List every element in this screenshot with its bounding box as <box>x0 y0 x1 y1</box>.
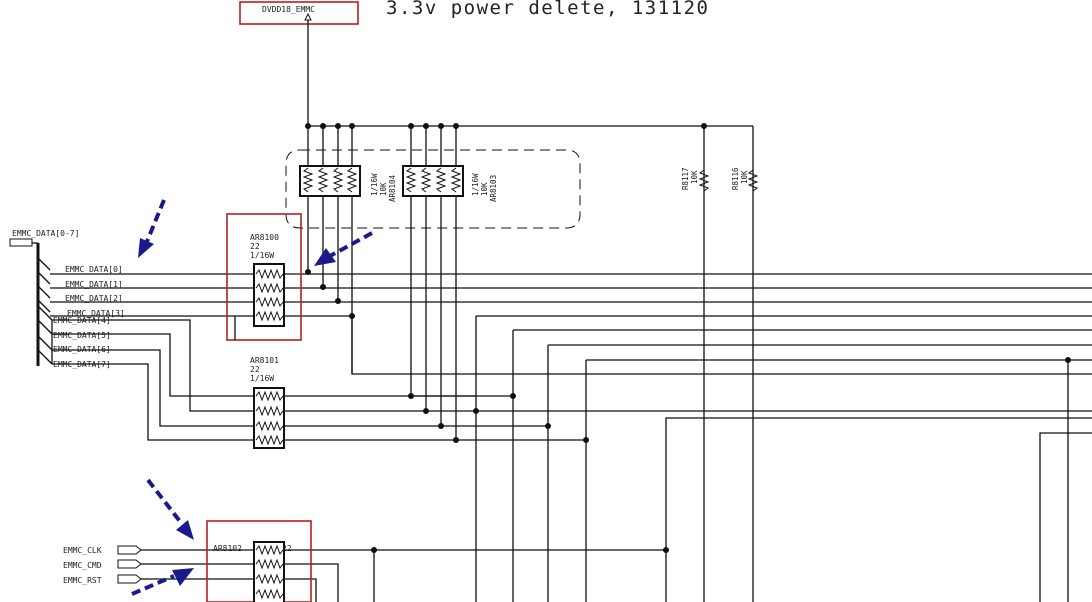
ar8100-highlight <box>226 213 302 341</box>
r8116-value: 10K <box>740 170 749 184</box>
net-label-cmd: EMMC_CMD <box>63 561 102 570</box>
ar8101-power: 1/16W <box>250 374 274 383</box>
ctrl-lines <box>141 549 666 602</box>
ar8102-value: 22 <box>282 544 292 553</box>
ar8102-highlight <box>206 520 312 602</box>
r8116-resistor <box>747 126 759 602</box>
annotation-arrow-bus <box>138 199 166 258</box>
revision-note: 3.3v power delete, 131120 <box>386 0 709 19</box>
bus-port-icon <box>9 238 33 247</box>
power-rail <box>307 20 753 127</box>
r8117-value: 10K <box>690 170 699 184</box>
net-label-data1: EMMC_DATA[1] <box>65 280 123 289</box>
ar8104-resistor-pack <box>299 165 361 197</box>
ar8100-value: 22 <box>250 242 260 251</box>
ar8101-resistor-pack <box>253 387 285 449</box>
data-lines-4-7 <box>51 319 1092 441</box>
ar8102-ref: AR8102 <box>213 544 242 553</box>
net-label-data0: EMMC_DATA[0] <box>65 265 123 274</box>
net-label-clk: EMMC_CLK <box>63 546 102 555</box>
net-label-data3: EMMC_DATA[3] <box>67 309 125 318</box>
ar8104-ref: AR8104 <box>388 174 397 202</box>
r8117-resistor <box>698 126 710 602</box>
net-label-data5: EMMC_DATA[5] <box>53 331 111 340</box>
ar8100-power: 1/16W <box>250 251 274 260</box>
junction-dots <box>305 123 1071 553</box>
net-label-rst: EMMC_RST <box>63 576 102 585</box>
power-symbol-icon <box>304 12 312 21</box>
right-routing <box>411 315 1092 602</box>
ctrl-ports <box>117 545 142 584</box>
annotation-arrow-ar8100 <box>314 231 373 266</box>
annotation-arrow-rst <box>131 568 194 596</box>
data-lines-0-3 <box>50 273 1092 375</box>
r8117-ref: R8117 <box>681 167 690 190</box>
ar8103-ref: AR8103 <box>489 175 498 202</box>
ar8104-value: 10K <box>379 182 388 196</box>
ar8103-value: 10K <box>480 182 489 196</box>
ar8100-resistor-pack <box>234 263 285 340</box>
power-label-highlight <box>239 1 359 25</box>
ar8102-resistor-pack <box>253 541 285 602</box>
ar8101-ref: AR8101 <box>250 356 279 365</box>
ar8104-power: 1/16W <box>370 173 379 196</box>
ar8101-value: 22 <box>250 365 260 374</box>
power-net-label: DVDD18_EMMC <box>262 5 315 14</box>
r8116-ref: R8116 <box>731 167 740 190</box>
ar8103-power: 1/16W <box>471 173 480 196</box>
net-label-data2: EMMC_DATA[2] <box>65 294 123 303</box>
ar8100-ref: AR8100 <box>250 233 279 242</box>
annotation-arrow-clk <box>146 478 194 540</box>
data-bus-trunk <box>32 242 53 366</box>
removed-parts-dashed-box <box>285 149 581 229</box>
bus-net-label: EMMC_DATA[0-7] <box>12 229 79 238</box>
ar8103-resistor-pack <box>402 165 464 197</box>
